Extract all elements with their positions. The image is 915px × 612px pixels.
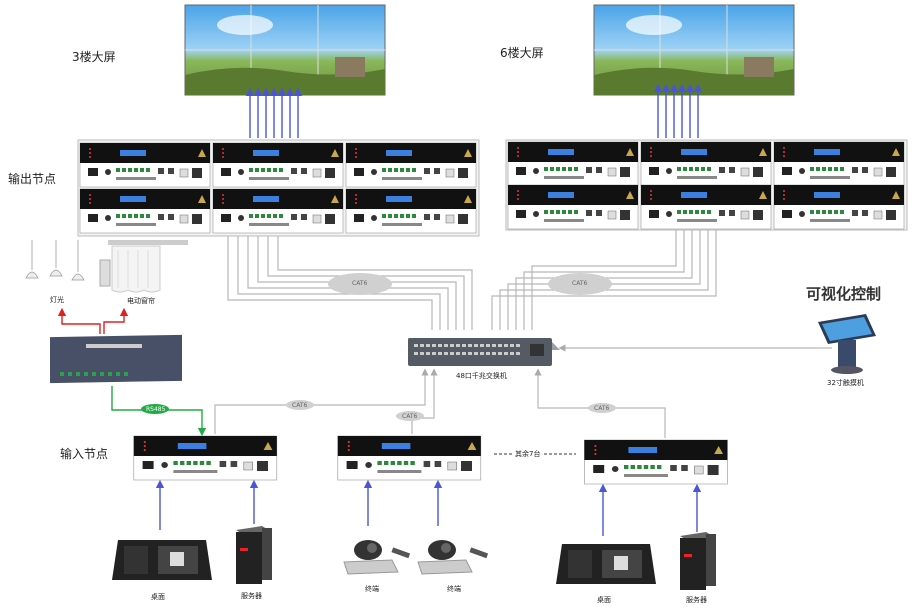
server-b xyxy=(680,532,716,590)
cable-bundle-tag-right xyxy=(548,273,612,295)
cat6-tag-left-text: CAT6 xyxy=(352,280,368,287)
server-b-label: 服务器 xyxy=(686,596,707,604)
cat6-tag-in3-text: CAT6 xyxy=(594,405,610,412)
lighting-label: 灯光 xyxy=(50,296,64,304)
rs485-tag-text: RS485 xyxy=(146,406,166,413)
floor6-video-wall xyxy=(593,4,795,96)
cable-bundle-tag-left xyxy=(328,273,392,295)
cat6-tag-in3 xyxy=(588,403,616,413)
server-a xyxy=(236,526,272,584)
floor3-screen-label: 3楼大屏 xyxy=(72,50,116,64)
terminal-a xyxy=(343,540,411,575)
rs485-tag xyxy=(141,404,169,414)
touch-kiosk-label: 32寸触摸机 xyxy=(827,379,864,387)
switch-label: 48口千兆交换机 xyxy=(456,372,507,380)
terminal-b xyxy=(417,540,489,575)
gigabit-switch xyxy=(408,338,560,366)
desktop-a-label: 桌面 xyxy=(151,593,165,601)
terminal-b-label: 终端 xyxy=(447,585,461,593)
floor6-screen-label: 6楼大屏 xyxy=(500,46,544,60)
control-box-relays xyxy=(57,307,129,334)
output-to-floor6-arrows xyxy=(653,83,703,138)
visual-control-label: 可视化控制 xyxy=(806,285,882,303)
more-units-label: 其余7台 xyxy=(513,449,543,459)
output-to-floor3-arrows xyxy=(245,87,303,138)
cat6-tag-in1-text: CAT6 xyxy=(292,402,308,409)
cat6-tag-right-text: CAT6 xyxy=(572,280,588,287)
floor3-video-wall xyxy=(184,4,386,96)
server-a-label: 服务器 xyxy=(241,592,262,600)
output-nodes-left xyxy=(77,139,480,237)
control-box xyxy=(50,334,182,384)
terminal-a-label: 终端 xyxy=(365,585,379,593)
input-node-3 xyxy=(583,439,728,485)
curtain-label: 电动窗帘 xyxy=(127,297,155,305)
input-node-1 xyxy=(133,435,278,481)
desktop-b-label: 桌面 xyxy=(597,596,611,604)
input-node-2 xyxy=(337,435,482,481)
source-to-input-arrows xyxy=(155,479,702,536)
input-nodes-label: 输入节点 xyxy=(60,447,109,461)
output-nodes-right xyxy=(505,139,908,231)
desktop-socket-b xyxy=(556,544,656,584)
curtain-icon xyxy=(99,240,188,293)
cat6-tag-in1 xyxy=(286,400,314,410)
output-nodes-label: 输出节点 xyxy=(8,172,57,186)
cat6-tag-in2 xyxy=(396,411,424,421)
cat6-tag-in2-text: CAT6 xyxy=(402,413,418,420)
desktop-socket-a xyxy=(112,540,212,580)
touch-kiosk xyxy=(818,314,876,374)
lamp-icons xyxy=(25,240,85,281)
